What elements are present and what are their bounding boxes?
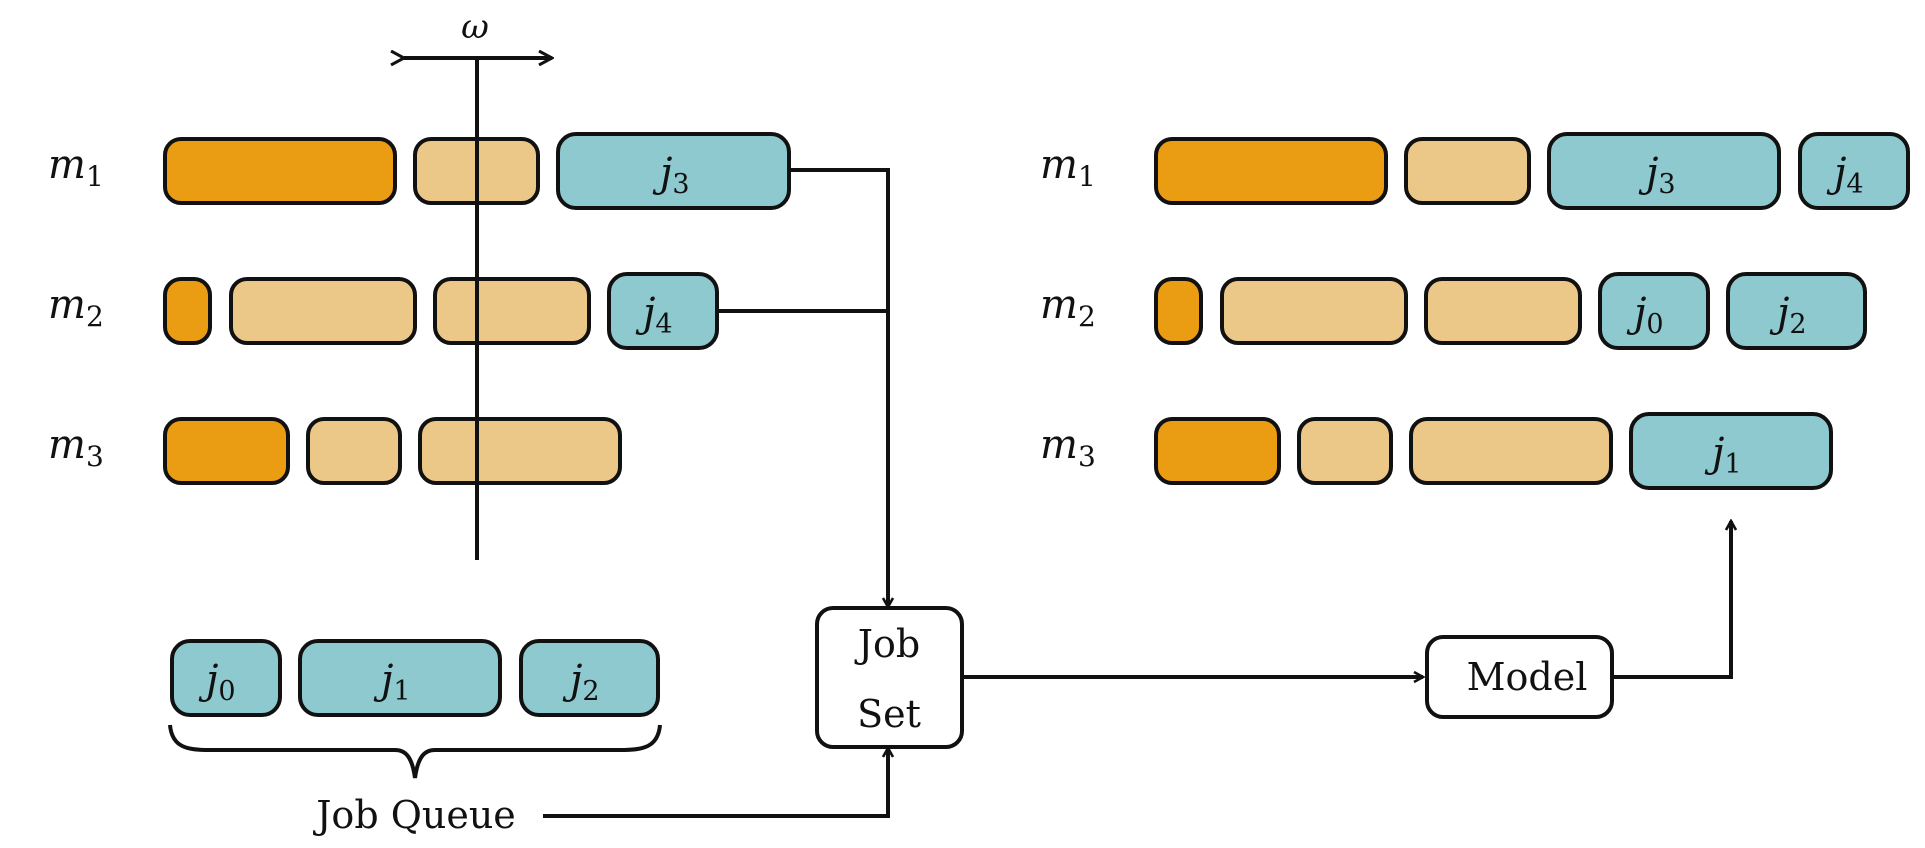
arrow-queue-to-job-set bbox=[543, 748, 888, 818]
scheduled-operation bbox=[306, 417, 402, 485]
flow-arrows bbox=[543, 168, 1731, 818]
running-operation bbox=[163, 137, 397, 205]
scheduled-operation bbox=[433, 277, 591, 345]
current-schedule: m1 m2 m3 j3 j4 ω bbox=[48, 7, 791, 560]
job-set-box: Job Set bbox=[815, 606, 964, 749]
model-label: Model bbox=[1467, 655, 1588, 699]
machine-label-m1: m1 bbox=[48, 142, 104, 193]
machine-label-m3: m3 bbox=[1040, 422, 1096, 473]
job-block-j0 bbox=[1598, 272, 1710, 350]
job-block-j3 bbox=[1547, 132, 1781, 210]
job-queue: j0 j1 j2 Job Queue bbox=[168, 639, 662, 837]
running-operation bbox=[163, 277, 212, 345]
scheduled-operation bbox=[1220, 277, 1408, 345]
resulting-schedule: m1 m2 m3 j3 j4 j0 j2 j1 bbox=[1040, 132, 1910, 490]
job-queue-label: Job Queue bbox=[312, 793, 516, 837]
scheduled-operation bbox=[418, 417, 622, 485]
running-operation bbox=[1154, 277, 1203, 345]
job-block-j2 bbox=[1726, 272, 1867, 350]
scheduled-operation bbox=[1424, 277, 1582, 345]
scheduled-operation bbox=[1297, 417, 1393, 485]
running-operation bbox=[1154, 137, 1388, 205]
machine-label-m2: m2 bbox=[1040, 282, 1096, 333]
machine-label-m1: m1 bbox=[1040, 142, 1096, 193]
job-set-label-line1: Job bbox=[854, 622, 920, 666]
scheduled-operation bbox=[1404, 137, 1531, 205]
running-operation bbox=[1154, 417, 1281, 485]
job-block-j1 bbox=[1629, 412, 1833, 490]
arrow-j3-to-job-set bbox=[789, 168, 888, 607]
machine-label-m2: m2 bbox=[48, 282, 104, 333]
job-block-j1 bbox=[298, 639, 502, 717]
arrow-model-to-schedule bbox=[1613, 521, 1731, 679]
job-queue-brace bbox=[168, 724, 662, 779]
window-label: ω bbox=[461, 7, 489, 47]
job-block-j0 bbox=[170, 639, 282, 717]
job-block-j2 bbox=[519, 639, 660, 717]
scheduled-operation bbox=[1409, 417, 1613, 485]
scheduled-operation bbox=[229, 277, 417, 345]
machine-label-m3: m3 bbox=[48, 422, 104, 473]
running-operation bbox=[163, 417, 290, 485]
job-block-j4 bbox=[1798, 132, 1910, 210]
model-box: Model bbox=[1425, 635, 1614, 719]
job-set-label-line2: Set bbox=[857, 692, 921, 736]
